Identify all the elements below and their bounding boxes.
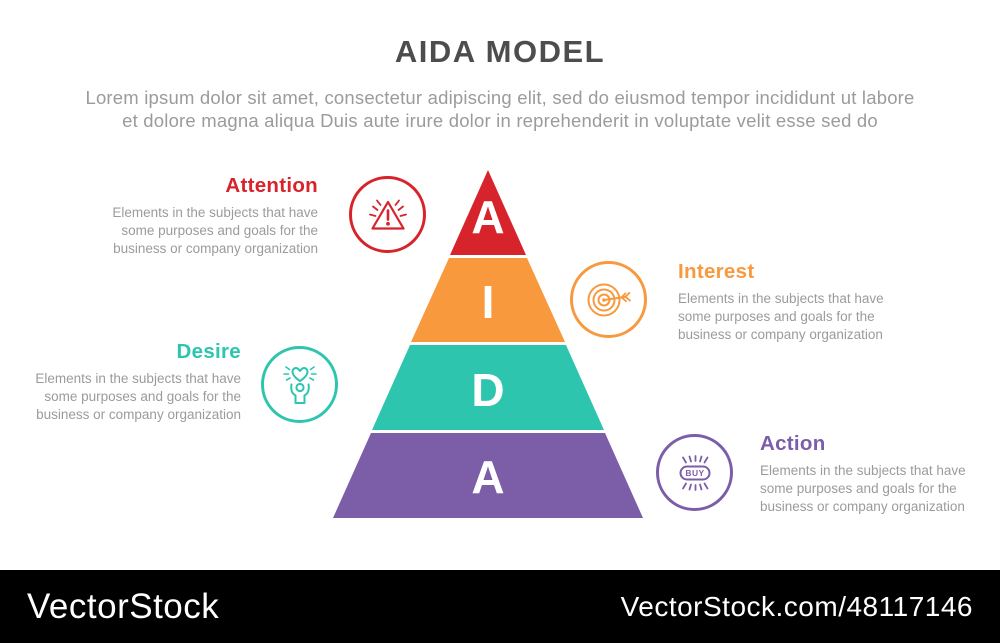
pyramid-level-attention — [450, 170, 526, 255]
section-desire-description: Elements in the subjects that have some … — [35, 371, 241, 422]
page-title: AIDA MODEL — [394, 34, 606, 69]
page-subtitle: Lorem ipsum dolor sit amet, consectetur … — [0, 86, 1000, 132]
pyramid-letter-desire: D — [471, 364, 504, 416]
section-desire-title: Desire — [176, 340, 241, 363]
subtitle-line: et dolore magna aliqua Duis aute irure d… — [122, 110, 878, 131]
section-interest: Interest Elements in the subjects that h… — [678, 260, 918, 344]
header: AIDA MODEL Lorem ipsum dolor sit amet, c… — [0, 34, 1000, 132]
heart-in-hands-icon — [261, 346, 338, 423]
target-arrow-icon — [570, 261, 647, 338]
pyramid-letter-action: A — [471, 451, 504, 503]
buy-label: BUY — [685, 468, 704, 478]
aida-pyramid: A I D A — [333, 170, 643, 518]
buy-button-icon: BUY — [656, 434, 733, 511]
warning-triangle-icon — [349, 176, 426, 253]
section-desire: Desire Elements in the subjects that hav… — [1, 340, 241, 424]
vectorstock-logo: VectorStock — [27, 586, 220, 626]
section-action: Action Elements in the subjects that hav… — [760, 432, 1000, 516]
watermark-url: VectorStock.com/48117146 — [620, 590, 973, 622]
pyramid-level-action — [333, 433, 643, 518]
section-attention-title: Attention — [225, 174, 318, 197]
pyramid-letter-attention: A — [471, 191, 504, 243]
pyramid-letter-interest: I — [482, 276, 495, 328]
section-attention-description: Elements in the subjects that have some … — [112, 205, 318, 256]
section-interest-title: Interest — [678, 260, 755, 283]
subtitle-line: Lorem ipsum dolor sit amet, consectetur … — [85, 87, 915, 108]
section-action-title: Action — [760, 432, 826, 455]
watermark-bar: VectorStock VectorStock.com/48117146 — [0, 570, 1000, 643]
pyramid-level-desire — [372, 345, 604, 430]
section-interest-description: Elements in the subjects that have some … — [678, 291, 884, 342]
section-action-description: Elements in the subjects that have some … — [760, 463, 966, 514]
pyramid-level-interest — [411, 258, 565, 342]
section-attention: Attention Elements in the subjects that … — [78, 174, 318, 258]
